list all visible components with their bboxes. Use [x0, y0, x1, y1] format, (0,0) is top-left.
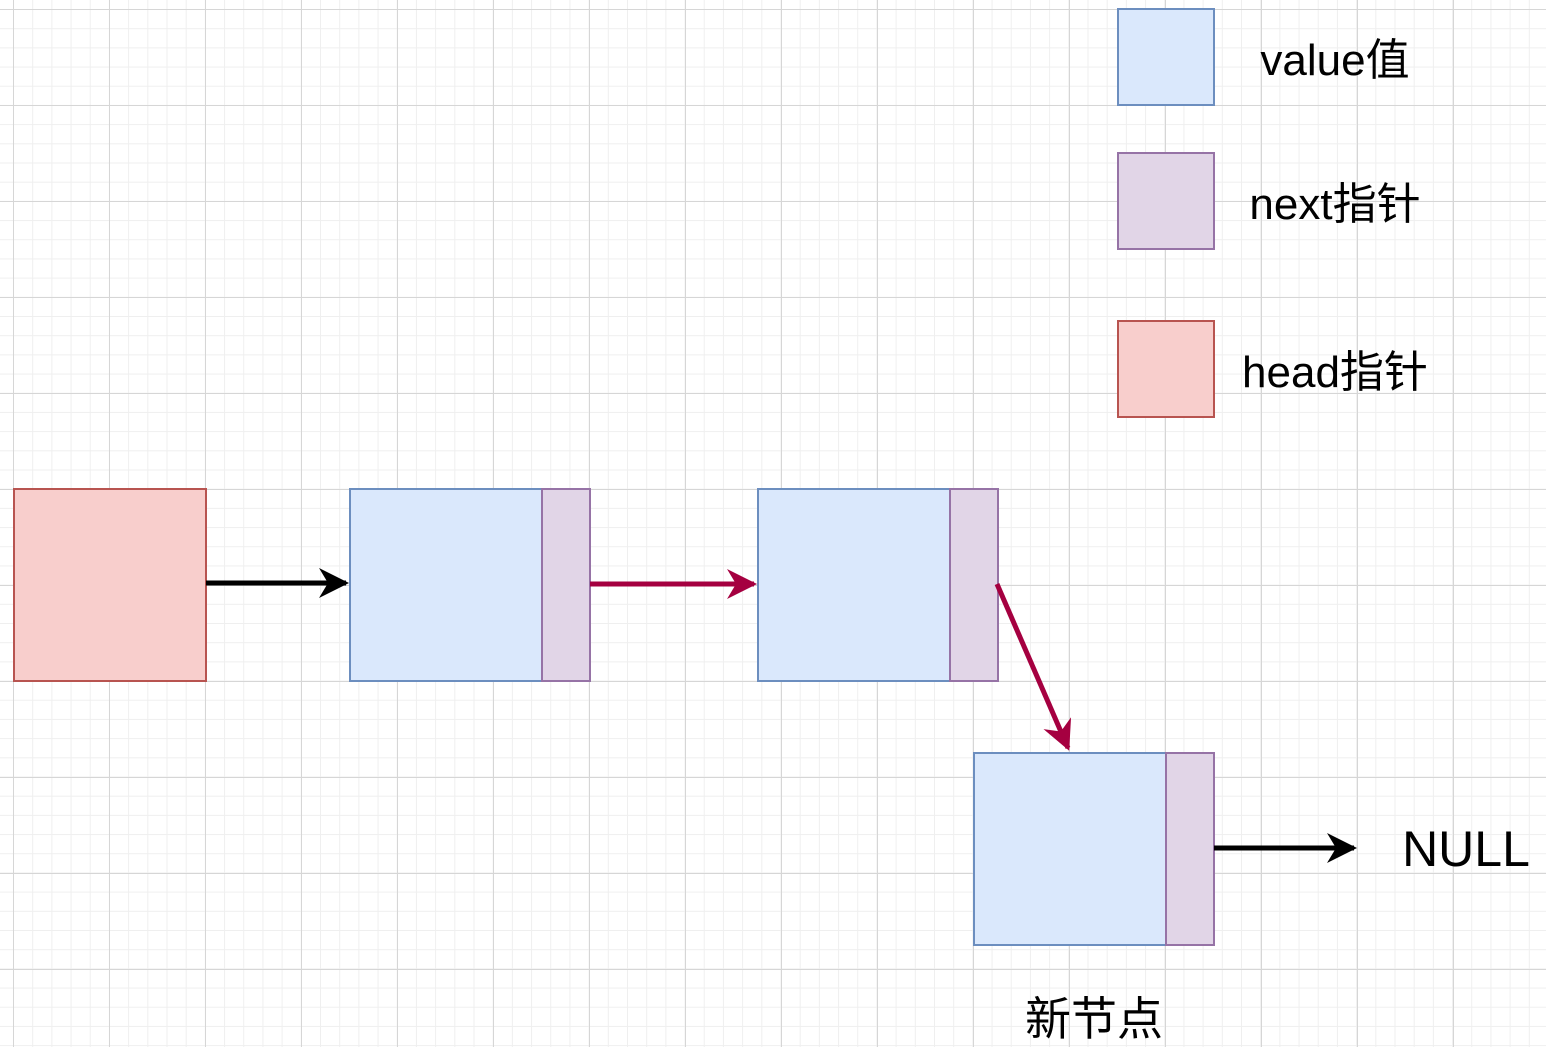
- head-pointer-box[interactable]: [13, 488, 207, 682]
- list-node-2[interactable]: [757, 488, 999, 682]
- node-1-value-cell[interactable]: [349, 488, 543, 682]
- legend-next-swatch[interactable]: [1117, 152, 1215, 250]
- null-label: NULL: [1402, 821, 1530, 877]
- legend-head-label: head指针: [1242, 348, 1428, 397]
- new-node-value-cell[interactable]: [973, 752, 1167, 946]
- new-node[interactable]: [973, 752, 1215, 946]
- new-node-next-cell[interactable]: [1165, 752, 1215, 946]
- node-2-next-cell[interactable]: [949, 488, 999, 682]
- legend-value-label: value值: [1260, 36, 1409, 85]
- legend-value-swatch[interactable]: [1117, 8, 1215, 106]
- node-2-value-cell[interactable]: [757, 488, 951, 682]
- new-node-label: 新节点: [1025, 993, 1163, 1045]
- list-node-1[interactable]: [349, 488, 591, 682]
- legend-head-swatch[interactable]: [1117, 320, 1215, 418]
- legend-next-label: next指针: [1249, 180, 1420, 229]
- node-1-next-cell[interactable]: [541, 488, 591, 682]
- node-2-to-new-node-arrow[interactable]: [994, 583, 1072, 751]
